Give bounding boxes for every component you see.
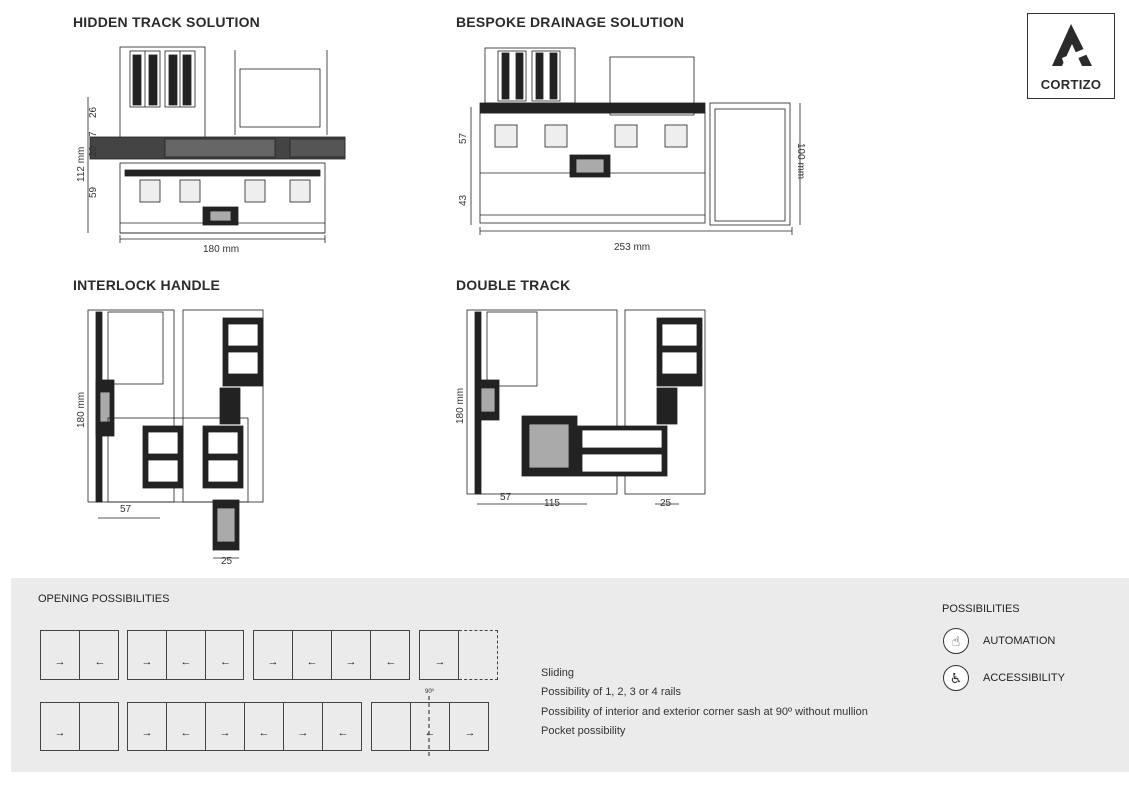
info-line: Sliding	[541, 667, 575, 679]
interlock-handle-height: 180 mm	[76, 391, 87, 428]
opening-diagram-corner-90: ← →	[371, 702, 489, 751]
possibility-label: ACCESSIBILITY	[983, 672, 1065, 684]
slide-arrow: →	[464, 727, 476, 739]
double-track-drawing	[466, 309, 706, 505]
bespoke-drainage-dim-57: 57	[458, 132, 469, 144]
logo-wordmark: CORTIZO	[1040, 77, 1102, 92]
double-track-dim-25: 25	[660, 498, 672, 509]
section-title-interlock-handle: INTERLOCK HANDLE	[73, 277, 221, 293]
pane: ←	[206, 631, 245, 679]
hidden-track-dim-20: 20	[88, 145, 99, 157]
opening-diagram-3-pane: → ← ←	[127, 630, 244, 680]
pane: ←	[411, 703, 450, 750]
hidden-track-dim-59: 59	[88, 186, 99, 198]
slide-arrow: ←	[258, 727, 270, 739]
hand-touch-icon: ☝	[943, 628, 969, 654]
pane: ←	[371, 631, 411, 679]
corner-angle-label: 90º	[425, 689, 434, 695]
opening-diagram-pocket: →	[419, 630, 459, 680]
opening-diagram-4-pane: → ← → ←	[253, 630, 410, 680]
opening-diagram-2-pane-fixed: →	[40, 702, 119, 751]
slide-arrow: →	[54, 727, 66, 739]
bespoke-drainage-width: 253 mm	[614, 242, 651, 253]
pane	[80, 703, 120, 750]
pane: ←	[167, 631, 206, 679]
hidden-track-dim-7: 7	[88, 131, 99, 137]
pane: ←	[245, 703, 284, 750]
pane: →	[450, 703, 490, 750]
slide-arrow: →	[141, 727, 153, 739]
slide-arrow: →	[434, 656, 446, 668]
pane: ←	[323, 703, 363, 750]
section-title-bespoke-drainage: BESPOKE DRAINAGE SOLUTION	[456, 14, 685, 30]
section-title-hidden-track: HIDDEN TRACK SOLUTION	[73, 14, 260, 30]
wheelchair-icon: ♿	[943, 665, 969, 691]
cortizo-logo: CORTIZO	[1027, 13, 1115, 99]
double-track-height: 180 mm	[455, 387, 466, 424]
corner-axis-line	[428, 696, 430, 756]
opening-diagram-6-pane: → ← → ← → ←	[127, 702, 362, 751]
bespoke-drainage-height: 100 mm	[795, 143, 806, 180]
hidden-track-height: 112 mm	[76, 146, 87, 182]
interlock-handle-drawing	[87, 309, 264, 559]
possibility-label: AUTOMATION	[983, 635, 1056, 647]
slide-arrow: ←	[180, 656, 192, 668]
opening-possibilities-title: OPENING POSSIBILITIES	[38, 593, 170, 605]
slide-arrow: ←	[337, 727, 349, 739]
info-line: Pocket possibility	[541, 725, 626, 737]
pane: →	[41, 631, 80, 679]
pane: ←	[293, 631, 332, 679]
pane: →	[128, 703, 167, 750]
slide-arrow: →	[345, 656, 357, 668]
hidden-track-dim-26: 26	[88, 106, 99, 118]
pane: →	[284, 703, 323, 750]
hidden-track-drawing	[87, 46, 346, 243]
pane: →	[41, 703, 80, 750]
pocket-recess	[459, 630, 498, 680]
pane	[372, 703, 411, 750]
pane: →	[332, 631, 371, 679]
interlock-handle-dim-25: 25	[221, 556, 233, 567]
slide-arrow: →	[141, 656, 153, 668]
double-track-dim-57: 57	[500, 492, 512, 503]
slide-arrow: ←	[424, 727, 436, 739]
pane: →	[254, 631, 293, 679]
slide-arrow: ←	[220, 656, 231, 668]
slide-arrow: ←	[94, 656, 106, 668]
pane: →	[420, 631, 460, 679]
cortizo-a-icon	[1052, 24, 1092, 66]
slide-arrow: →	[297, 727, 309, 739]
slide-arrow: ←	[180, 727, 192, 739]
pane: ←	[167, 703, 206, 750]
slide-arrow: →	[267, 656, 279, 668]
pane: →	[128, 631, 167, 679]
pane: →	[206, 703, 245, 750]
section-title-double-track: DOUBLE TRACK	[456, 277, 571, 293]
pane: ←	[80, 631, 120, 679]
opening-diagram-2-pane: → ←	[40, 630, 119, 680]
interlock-handle-dim-57: 57	[120, 504, 132, 515]
possibilities-title: POSSIBILITIES	[942, 603, 1020, 615]
slide-arrow: →	[54, 656, 66, 668]
slide-arrow: ←	[306, 656, 318, 668]
info-line: Possibility of interior and exterior cor…	[541, 706, 868, 718]
bespoke-drainage-drawing	[470, 47, 801, 235]
bottom-info-panel: OPENING POSSIBILITIES → ← → ← ← → ← → ← …	[11, 578, 1129, 772]
slide-arrow: →	[219, 727, 231, 739]
slide-arrow: ←	[385, 656, 397, 668]
bespoke-drainage-dim-43: 43	[458, 194, 469, 206]
hidden-track-width: 180 mm	[203, 244, 240, 255]
double-track-dim-115: 115	[544, 498, 560, 509]
info-line: Possibility of 1, 2, 3 or 4 rails	[541, 686, 682, 698]
